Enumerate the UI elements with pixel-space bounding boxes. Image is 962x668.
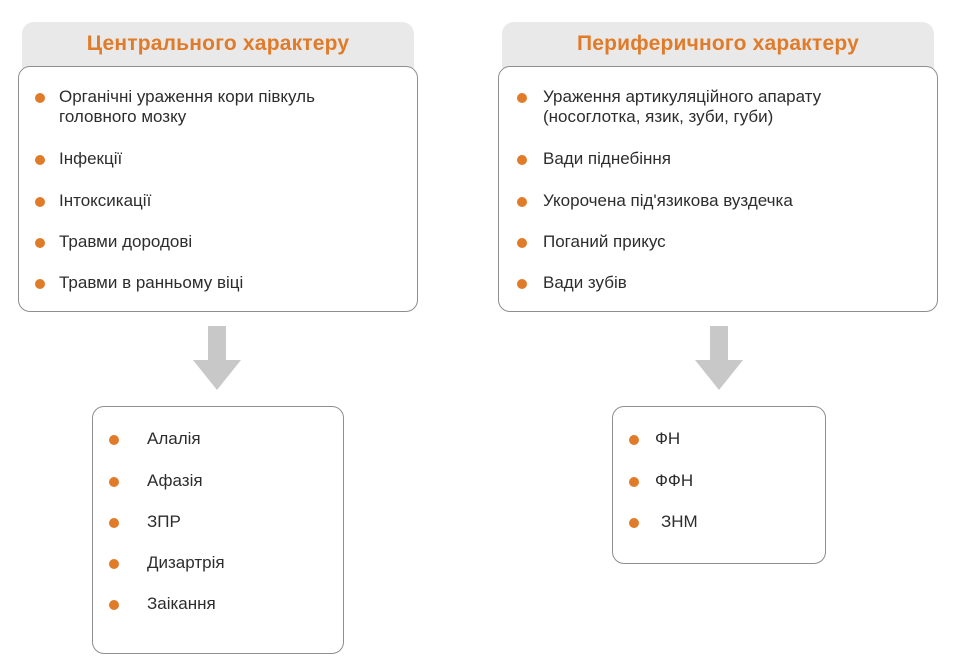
bullet-icon	[517, 155, 527, 165]
central-outcomes-box: Алалія Афазія ЗПР Дизартрія Заікання	[92, 406, 344, 654]
bullet-icon	[35, 197, 45, 207]
central-cause-item: Інтоксикації	[59, 191, 152, 210]
bullet-icon	[109, 559, 119, 569]
peripheral-outcome-item: ЗНМ	[661, 512, 698, 531]
peripheral-outcome-item: ФФН	[655, 471, 694, 490]
central-outcome-item: Алалія	[147, 429, 201, 448]
bullet-icon	[35, 279, 45, 289]
central-title: Центрального характеру	[86, 32, 350, 55]
peripheral-title-tab: Периферичного характеру	[502, 22, 934, 68]
central-outcome-item: Афазія	[147, 471, 203, 490]
bullet-icon	[109, 477, 119, 487]
central-outcome-item: Заікання	[147, 594, 216, 613]
central-outcome-item: ЗПР	[147, 512, 181, 531]
peripheral-cause-item: Поганий прикус	[543, 232, 666, 251]
bullet-icon	[517, 238, 527, 248]
peripheral-cause-item: Укорочена під'язикова вуздечка	[543, 191, 793, 210]
peripheral-cause-item: Вади зубів	[543, 273, 627, 292]
central-cause-item: Травми дородові	[59, 232, 193, 251]
bullet-icon	[109, 435, 119, 445]
bullet-icon	[517, 197, 527, 207]
down-arrow-icon	[695, 326, 743, 390]
central-title-tab: Центрального характеру	[22, 22, 414, 68]
central-cause-item: Органічні ураження кори півкуль головног…	[59, 87, 315, 126]
peripheral-cause-item: Ураження артикуляційного апарату (носогл…	[543, 87, 822, 126]
bullet-icon	[629, 435, 639, 445]
bullet-icon	[109, 518, 119, 528]
down-arrow-icon	[193, 326, 241, 390]
peripheral-cause-item: Вади піднебіння	[543, 149, 671, 168]
central-cause-item: Інфекції	[59, 149, 123, 168]
bullet-icon	[35, 238, 45, 248]
bullet-icon	[629, 477, 639, 487]
peripheral-outcomes-box: ФН ФФН ЗНМ	[612, 406, 826, 564]
bullet-icon	[517, 93, 527, 103]
central-cause-item: Травми в ранньому віці	[59, 273, 244, 292]
bullet-icon	[517, 279, 527, 289]
central-causes-box: Органічні ураження кори півкуль головног…	[18, 66, 418, 312]
peripheral-outcome-item: ФН	[655, 429, 681, 448]
bullet-icon	[35, 93, 45, 103]
peripheral-title: Периферичного характеру	[576, 32, 860, 55]
peripheral-causes-box: Ураження артикуляційного апарату (носогл…	[498, 66, 938, 312]
central-outcome-item: Дизартрія	[147, 553, 225, 572]
bullet-icon	[109, 600, 119, 610]
bullet-icon	[629, 518, 639, 528]
bullet-icon	[35, 155, 45, 165]
